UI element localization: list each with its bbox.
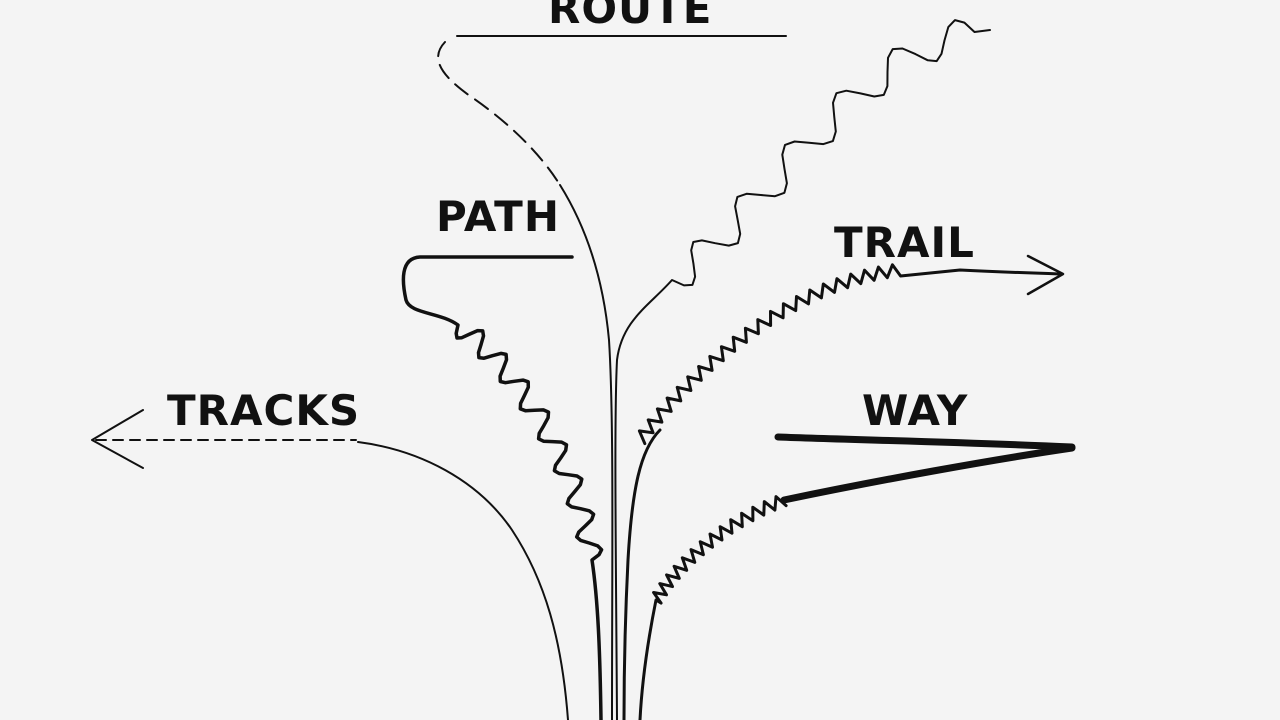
- tracks-curve: [357, 441, 569, 720]
- trail-arrowhead-icon: [1026, 254, 1065, 296]
- label-way: WAY: [862, 386, 969, 435]
- way-top-thick-line: [774, 433, 1076, 451]
- way-branch: [638, 433, 1076, 720]
- way-zigzag-line: [638, 495, 788, 720]
- path-squiggle-line: [401, 255, 604, 720]
- label-tracks: TRACKS: [167, 386, 361, 435]
- trail-zigzag-line: [637, 263, 1062, 446]
- label-route: ROUTE: [548, 0, 713, 33]
- path-branch: [401, 255, 604, 720]
- top-wavy-line: [614, 19, 991, 720]
- tracks-branch: [91, 409, 569, 720]
- label-trail: TRAIL: [834, 218, 975, 267]
- way-lower-thick-line: [780, 444, 1076, 504]
- tracks-arrowhead-icon: [91, 409, 144, 469]
- route-branch: [437, 35, 787, 720]
- top-wavy-branch: [614, 19, 991, 720]
- label-path: PATH: [436, 192, 560, 241]
- route-solid-curve: [559, 184, 614, 720]
- route-dashed-curve: [437, 41, 561, 186]
- trail-branch: [637, 254, 1065, 446]
- trail-trunk-line: [622, 428, 662, 720]
